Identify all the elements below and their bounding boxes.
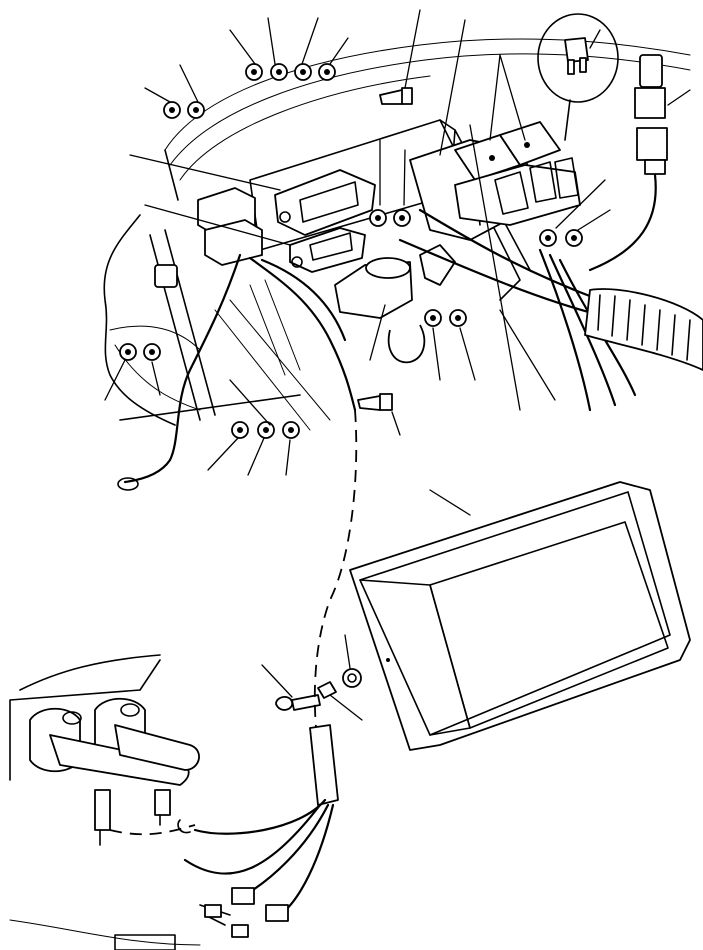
brake-valve-assembly bbox=[9, 654, 201, 950]
nut-set-panel bbox=[369, 209, 583, 327]
lower-harness bbox=[177, 409, 358, 938]
nut-set-top bbox=[163, 63, 336, 119]
callout-leaders bbox=[104, 9, 691, 721]
box-mounting-hardware bbox=[275, 668, 362, 711]
mounting-hole bbox=[291, 256, 303, 268]
screw-top bbox=[379, 87, 413, 105]
screw-middle bbox=[357, 393, 393, 411]
fuse-inset bbox=[537, 13, 619, 141]
diode-connector bbox=[588, 54, 668, 272]
flasher-unit-lower bbox=[289, 227, 366, 273]
main-harness bbox=[117, 208, 703, 491]
control-box bbox=[349, 481, 691, 751]
relay-terminal-dot bbox=[524, 142, 530, 148]
nut-set-lower bbox=[231, 421, 300, 439]
relay-block-right bbox=[409, 121, 561, 241]
nut-set-left bbox=[119, 343, 161, 361]
ground-stud bbox=[154, 264, 178, 288]
relay-terminal-dot bbox=[489, 155, 495, 161]
machine-panel-outline bbox=[103, 38, 691, 431]
flasher-unit-upper bbox=[274, 169, 376, 236]
mounting-hole bbox=[279, 211, 291, 223]
connector-center bbox=[419, 244, 456, 286]
connector-left bbox=[197, 187, 263, 266]
horn-relay bbox=[334, 257, 426, 364]
